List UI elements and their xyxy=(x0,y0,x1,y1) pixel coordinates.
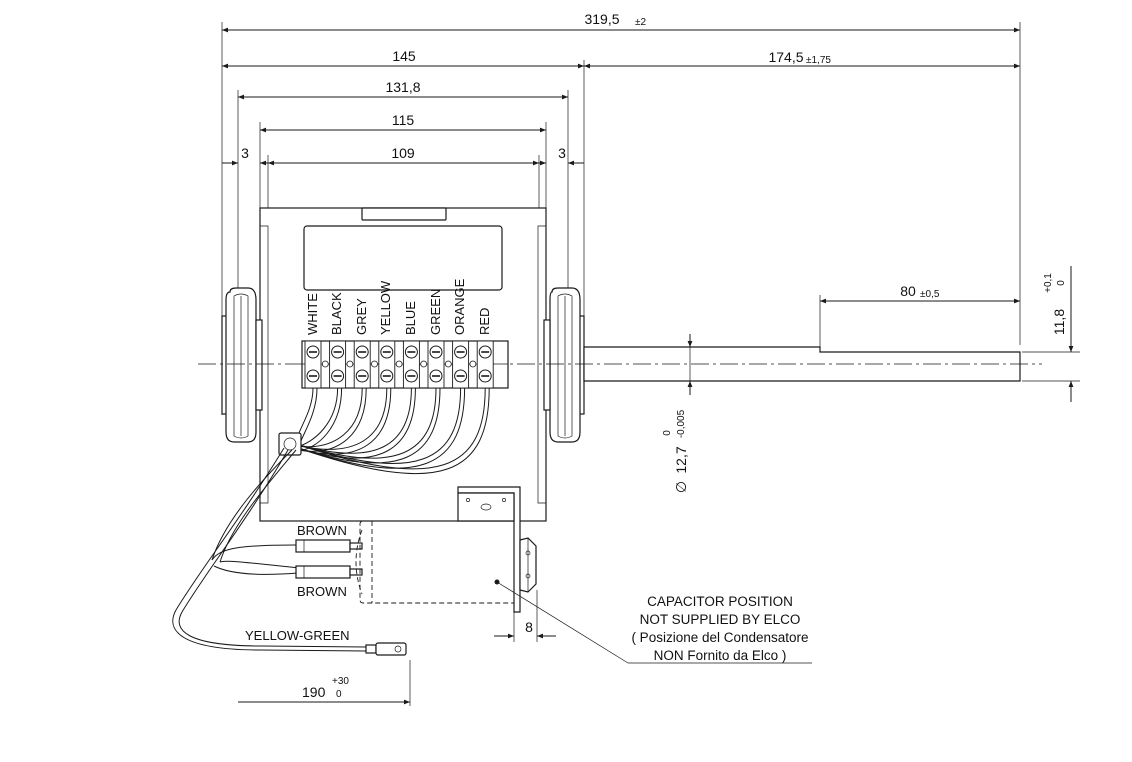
terminal-label-grey: GREY xyxy=(354,298,369,335)
dim-gap-right-value: 3 xyxy=(558,145,566,161)
capacitor-note-leader xyxy=(496,581,812,664)
terminal-label-white: WHITE xyxy=(305,293,320,335)
capacitor-note-line-2: NOT SUPPLIED BY ELCO xyxy=(640,612,801,627)
dim-motor-length-value: 145 xyxy=(392,48,416,64)
terminal-screw xyxy=(329,340,354,389)
dim-body-length-value: 115 xyxy=(392,112,415,128)
terminal-wire xyxy=(295,387,388,450)
flat-dimension xyxy=(819,295,1020,350)
dim-overall-tol: ±2 xyxy=(635,17,646,28)
brown-lead-connector-top xyxy=(295,539,363,553)
capacitor-lead-label-top: BROWN xyxy=(297,523,347,538)
capacitor-lead-label-bottom: BROWN xyxy=(297,584,347,599)
terminal-screw xyxy=(378,340,403,389)
ground-wire-connector xyxy=(365,642,407,656)
capacitor-note-line-1: CAPACITOR POSITION xyxy=(647,594,793,609)
terminal-label-yellow: YELLOW xyxy=(378,280,393,335)
capacitor-bracket xyxy=(457,486,537,613)
terminal-wire xyxy=(295,387,462,464)
dim-flat-length-tol: ±0,5 xyxy=(920,289,940,300)
terminal-wire xyxy=(297,387,441,464)
dim-mount-span-value: 131,8 xyxy=(385,79,420,95)
terminal-screws xyxy=(304,340,494,389)
terminal-wire xyxy=(297,387,416,459)
terminal-screw xyxy=(353,340,378,389)
terminal-screw xyxy=(402,340,428,389)
terminal-wire xyxy=(295,387,486,470)
dimension-lines xyxy=(221,22,1021,415)
dim-shaft-diameter-value: 12,7 xyxy=(673,446,689,473)
terminal-screw xyxy=(452,340,477,389)
dim-bracket-width-value: 8 xyxy=(525,619,533,635)
capacitor-note-line-3: ( Posizione del Condensatore xyxy=(631,630,808,645)
dim-flat-depth-value: 11,8 xyxy=(1051,309,1067,335)
capacitor-outline xyxy=(355,520,517,604)
flat-depth-dimension xyxy=(1022,266,1080,402)
terminal-labels: WHITE BLACK GREY YELLOW BLUE GREEN ORANG… xyxy=(305,278,492,335)
terminal-wire xyxy=(297,387,367,452)
label-plate xyxy=(303,225,503,291)
terminal-label-black: BLACK xyxy=(329,292,344,335)
ground-wire-label: YELLOW-GREEN xyxy=(245,628,350,643)
dim-shaft-diameter-tol-upper: 0 xyxy=(662,430,673,436)
external-leads xyxy=(172,447,367,652)
dim-gap-left-value: 3 xyxy=(241,145,249,161)
terminal-screw xyxy=(476,340,494,389)
terminal-wire xyxy=(297,387,466,469)
bracket-width-dimension xyxy=(494,590,556,642)
left-mounting-ring xyxy=(221,287,263,443)
capacitor-note-line-4: NON Fornito da Elco ) xyxy=(654,648,787,663)
dim-flat-depth-tol-upper: +0,1 xyxy=(1043,273,1054,293)
dim-ground-lead-tol-upper: +30 xyxy=(332,676,349,687)
cable-gland xyxy=(278,432,302,456)
ground-lead-dimension xyxy=(238,660,411,706)
dim-overall-value: 319,5 xyxy=(584,11,619,27)
dim-ground-lead-value: 190 xyxy=(302,684,326,700)
dim-shaft-diameter-symbol: ∅ xyxy=(673,481,689,493)
dim-shaft-diameter-tol-lower: -0,005 xyxy=(676,409,687,438)
terminal-screw xyxy=(304,340,329,389)
terminal-label-red: RED xyxy=(477,308,492,335)
terminal-wire xyxy=(297,387,490,475)
dim-flat-length-value: 80 xyxy=(900,283,916,299)
terminal-label-green: GREEN xyxy=(428,289,443,335)
brown-lead-connector-bottom xyxy=(295,565,363,579)
terminal-screw xyxy=(427,340,452,389)
terminal-label-orange: ORANGE xyxy=(452,278,467,335)
terminal-wire xyxy=(295,387,437,459)
right-mounting-ring xyxy=(543,287,585,443)
terminal-wire xyxy=(295,387,412,454)
dim-inner-length-value: 109 xyxy=(391,145,415,161)
dim-shaft-length-tol: ±1,75 xyxy=(806,55,831,66)
dim-flat-depth-tol-lower: 0 xyxy=(1056,280,1067,286)
dim-shaft-length-value: 174,5 xyxy=(768,49,803,65)
terminal-label-blue: BLUE xyxy=(403,301,418,335)
dim-ground-lead-tol-lower: 0 xyxy=(336,689,342,700)
